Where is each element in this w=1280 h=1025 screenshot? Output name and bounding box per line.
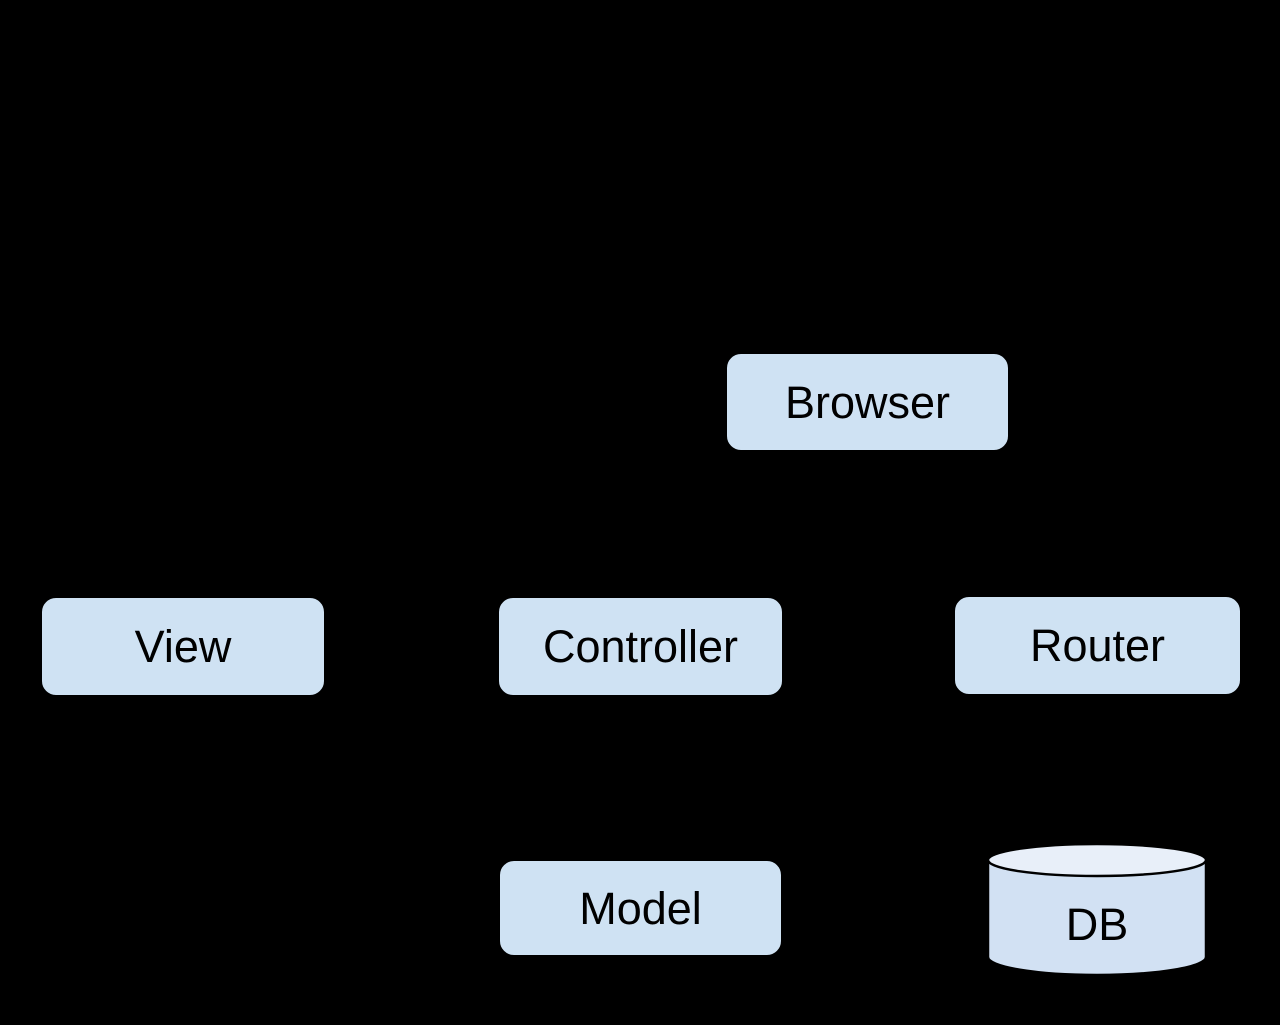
node-view-label: View — [134, 621, 232, 672]
node-browser: Browser — [725, 352, 1010, 452]
node-router-label: Router — [1029, 620, 1166, 671]
node-controller: Controller — [497, 596, 784, 697]
node-model: Model — [498, 859, 783, 957]
node-db: DB — [985, 840, 1209, 980]
node-router: Router — [953, 595, 1242, 696]
database-cylinder-icon — [986, 842, 1208, 977]
node-controller-label: Controller — [542, 621, 739, 672]
node-view: View — [40, 596, 326, 697]
node-browser-label: Browser — [784, 376, 951, 428]
node-db-label: DB — [1065, 898, 1129, 950]
node-model-label: Model — [579, 882, 702, 934]
